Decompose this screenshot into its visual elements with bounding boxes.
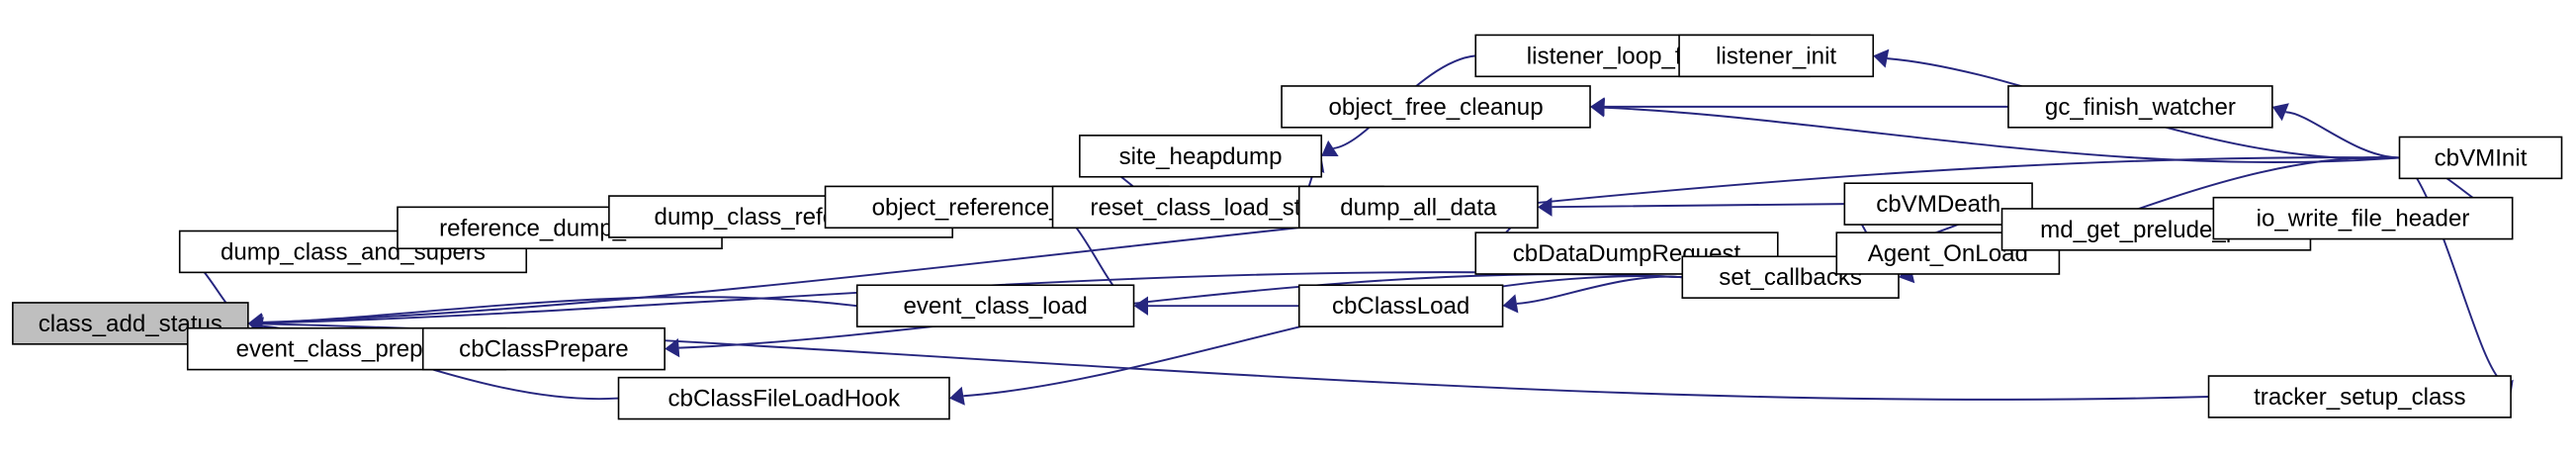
graph-edge-arrowhead: [1537, 197, 1553, 217]
node-box[interactable]: [2212, 196, 2514, 240]
node-box[interactable]: [1843, 182, 2033, 226]
graph-node-tracker_setup_class[interactable]: tracker_setup_class: [2207, 375, 2512, 418]
node-box[interactable]: [855, 284, 1135, 327]
graph-node-cbClassLoad[interactable]: cbClassLoad: [1297, 284, 1504, 327]
graph-edge: [2399, 156, 2506, 385]
graph-node-site_heapdump[interactable]: site_heapdump: [1079, 135, 1323, 178]
graph-edge: [1552, 203, 1845, 209]
node-layer: class_add_statusdump_class_and_superseve…: [12, 34, 2563, 420]
node-box[interactable]: [2007, 85, 2273, 129]
graph-edge-arrowhead: [948, 386, 965, 406]
node-box[interactable]: [617, 376, 950, 420]
graph-edge-arrowhead: [1590, 97, 1605, 117]
graph-edge-arrowhead: [1133, 296, 1148, 316]
graph-node-dump_all_data[interactable]: dump_all_data: [1297, 185, 1539, 230]
graph-edge-arrowhead: [1321, 139, 1339, 157]
graph-node-gc_finish_watcher[interactable]: gc_finish_watcher: [2007, 85, 2273, 129]
node-box[interactable]: [2398, 136, 2563, 180]
node-box[interactable]: [1678, 34, 1875, 78]
graph-node-listener_init[interactable]: listener_init: [1678, 34, 1875, 78]
node-box[interactable]: [2207, 375, 2512, 418]
graph-node-object_free_cleanup[interactable]: object_free_cleanup: [1281, 85, 1591, 129]
graph-node-cbVMInit[interactable]: cbVMInit: [2398, 136, 2563, 180]
graph-node-io_write_file_header[interactable]: io_write_file_header: [2212, 196, 2514, 240]
node-box[interactable]: [1297, 185, 1539, 230]
graph-edge: [678, 273, 1683, 349]
node-box[interactable]: [1281, 85, 1591, 129]
graph-edge: [1604, 106, 2400, 164]
graph-node-cbClassPrepare[interactable]: cbClassPrepare: [421, 326, 666, 371]
graph-edge: [262, 156, 2400, 323]
node-box[interactable]: [421, 326, 666, 371]
graph-node-event_class_load[interactable]: event_class_load: [855, 284, 1135, 327]
graph-edge-arrowhead: [1873, 48, 1890, 68]
graph-edge-arrowhead: [247, 313, 264, 332]
graph-edge: [2285, 111, 2400, 159]
node-box[interactable]: [1297, 284, 1504, 327]
graph-edge-arrowhead: [1502, 294, 1519, 314]
graph-edge-arrowhead: [2271, 103, 2289, 122]
graph-node-cbClassFileLoadHook[interactable]: cbClassFileLoadHook: [617, 376, 950, 420]
node-box[interactable]: [1079, 135, 1323, 178]
graph-edge-arrowhead: [665, 338, 680, 358]
